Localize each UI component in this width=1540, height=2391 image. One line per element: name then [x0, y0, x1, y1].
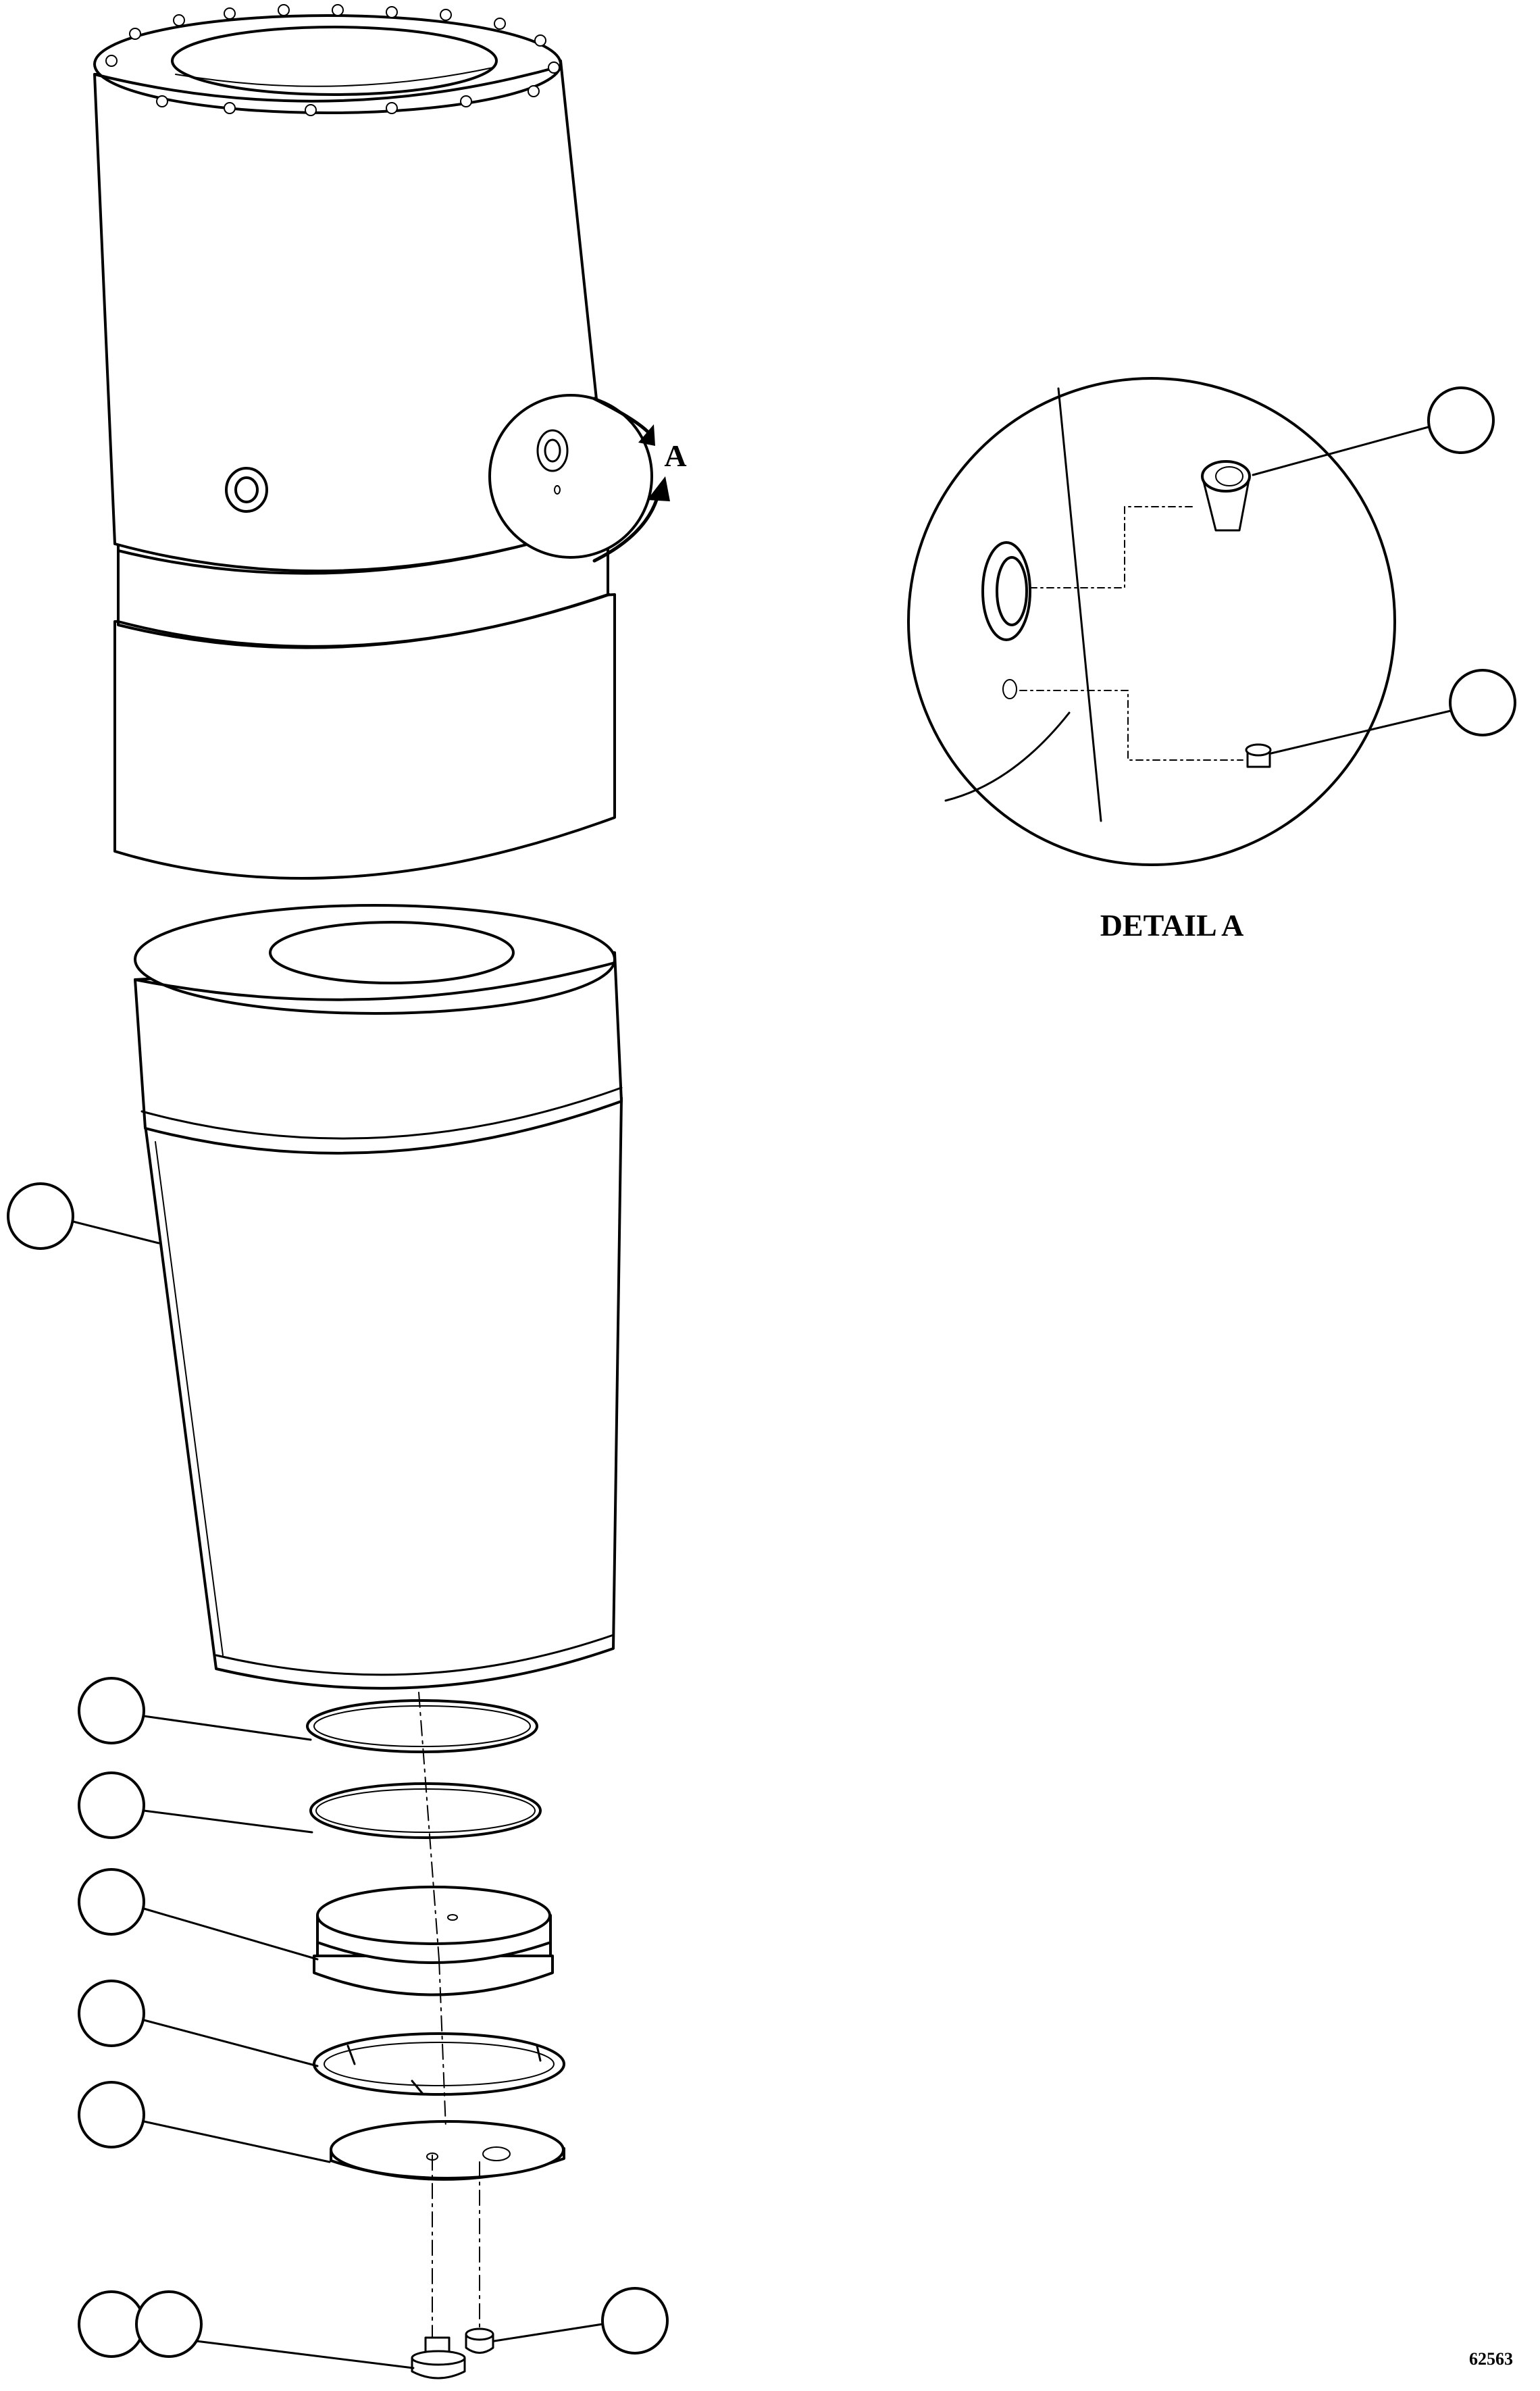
split-ring	[313, 2032, 565, 2096]
bolt	[411, 2336, 466, 2380]
balloon-bolt-b	[135, 2290, 415, 2369]
drawing-number: 62563	[1469, 2349, 1513, 2369]
balloon-liner	[7, 1182, 160, 1250]
detail-a-view	[907, 377, 1396, 866]
detail-title: DETAIL A	[1100, 908, 1244, 942]
flange-bolt-holes	[105, 4, 560, 116]
detail-port	[981, 541, 1031, 641]
ring-1	[306, 1699, 538, 1753]
detail-leaders	[1019, 506, 1243, 761]
upper-cylinder	[93, 4, 616, 880]
balloon-split-ring	[78, 1980, 319, 2067]
side-port	[225, 467, 268, 513]
ring-2	[309, 1782, 542, 1839]
balloon-ring-1	[78, 1677, 312, 1744]
balloon-plate	[78, 2081, 331, 2163]
piston	[313, 1886, 554, 1996]
liner	[134, 904, 623, 1690]
balloon-ring-2	[78, 1771, 313, 1839]
balloon-detail-a-top	[1252, 386, 1495, 476]
balloons	[7, 386, 1516, 2369]
detail-a-callout	[488, 394, 670, 563]
callout-label: A	[664, 438, 686, 473]
centerline	[418, 1692, 480, 2338]
balloon-nut	[493, 2287, 669, 2355]
balloon-detail-a-bottom	[1270, 669, 1516, 755]
detail-plug	[1201, 460, 1251, 532]
detail-fitting	[1245, 743, 1272, 768]
nut	[465, 2327, 494, 2354]
balloon-piston	[78, 1868, 319, 1961]
plate	[330, 2120, 565, 2181]
balloon-bolt-a	[78, 2290, 145, 2358]
